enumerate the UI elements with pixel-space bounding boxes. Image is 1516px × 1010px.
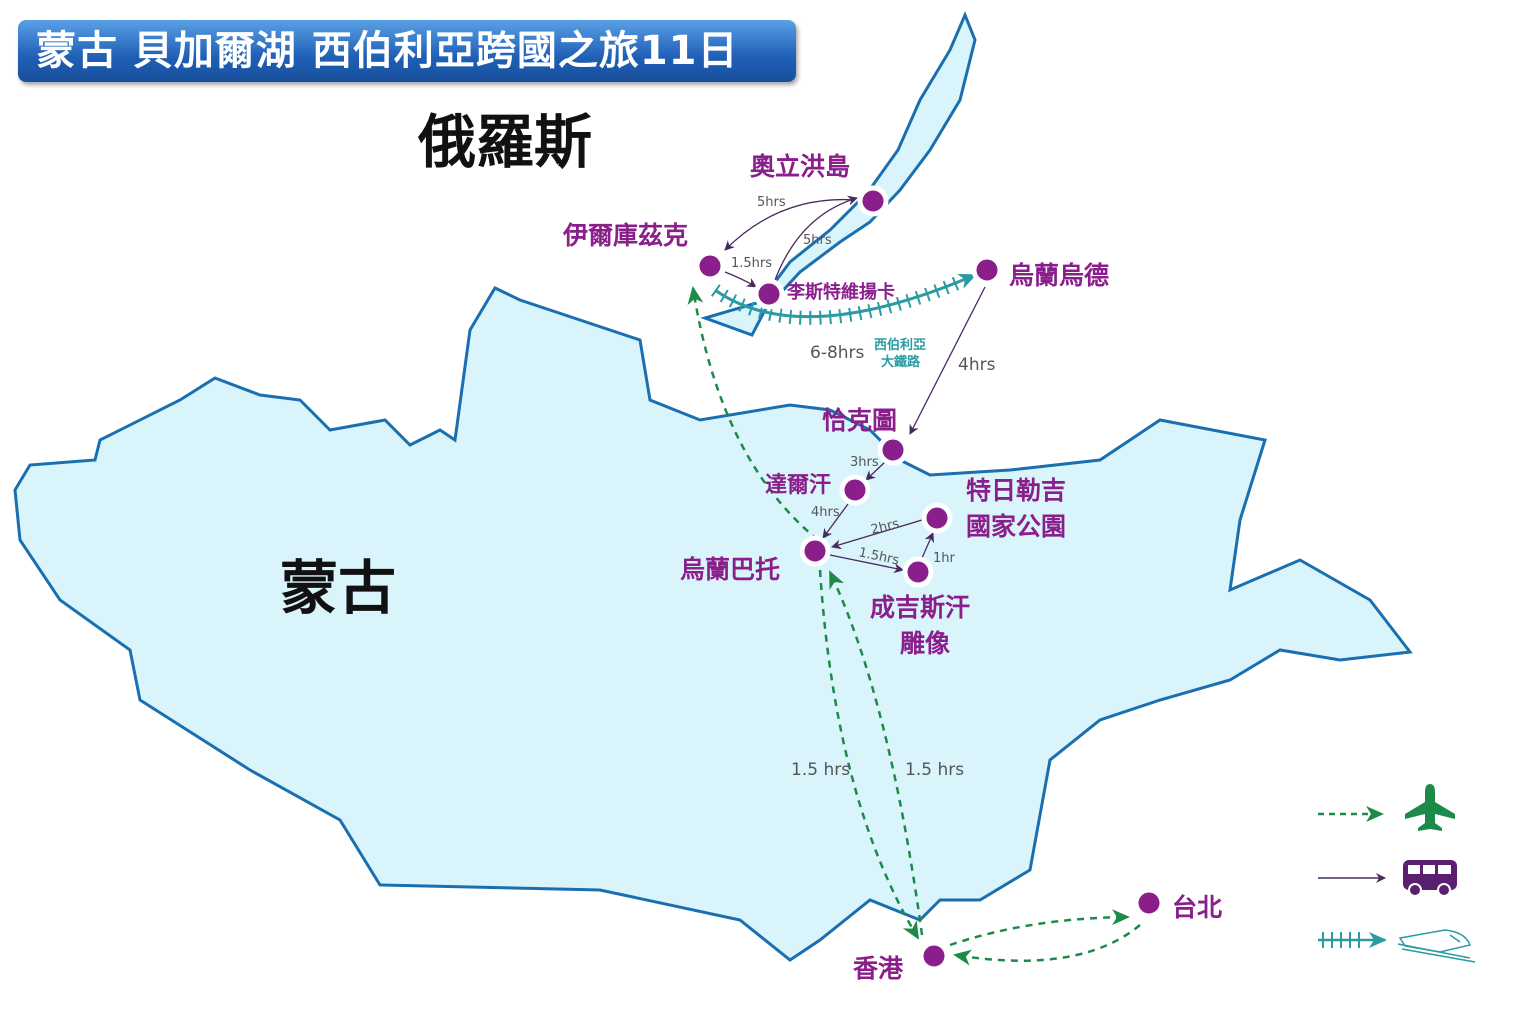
marker-terelj[interactable] — [921, 502, 953, 534]
duration-genghis-terelj: 1hr — [933, 551, 956, 566]
marker-darkhan[interactable] — [839, 474, 871, 506]
marker-irkutsk[interactable] — [694, 250, 726, 282]
bus-olkhon-irkutsk — [724, 198, 856, 251]
duration-darkhan-ub: 4hrs — [811, 505, 840, 520]
bus-irkutsk-listvyanka — [724, 271, 757, 288]
label-darkhan: 達爾汗 — [765, 472, 831, 498]
bus-darkhan-ub — [822, 503, 849, 539]
label-terelj-1: 特日勒吉 — [966, 476, 1066, 505]
bus-icon — [1403, 860, 1457, 897]
label-terelj-2: 國家公園 — [966, 512, 1066, 541]
railway-name-2: 大鐵路 — [881, 354, 921, 370]
label-olkhon: 奧立洪島 — [750, 152, 850, 181]
label-ulan-ude: 烏蘭烏德 — [1009, 261, 1109, 290]
label-hongkong: 香港 — [853, 954, 904, 983]
duration-olkhon-irkutsk: 5hrs — [757, 195, 786, 210]
marker-taipei[interactable] — [1133, 887, 1165, 919]
marker-olkhon[interactable] — [857, 185, 889, 217]
duration-listvyanka-olkhon: 5hrs — [803, 233, 832, 248]
flight-taipei-hk — [953, 924, 1141, 966]
marker-hongkong[interactable] — [918, 940, 950, 972]
city-markers — [694, 185, 1165, 972]
flight-hk-ub — [828, 570, 924, 936]
bus-kyakhta-darkhan — [865, 461, 886, 481]
marker-ulan-ude[interactable] — [971, 254, 1003, 286]
region-mongolia: 蒙古 — [280, 554, 396, 622]
duration-irkutsk-listvyanka: 1.5hrs — [731, 256, 772, 271]
railway-name-1: 西伯利亞 — [874, 337, 926, 353]
legend — [1318, 784, 1476, 963]
marker-kyakhta[interactable] — [877, 434, 909, 466]
label-taipei: 台北 — [1172, 893, 1222, 922]
lake-baikal — [700, 11, 977, 337]
duration-kyakhta-darkhan: 3hrs — [850, 455, 879, 470]
marker-genghis[interactable] — [902, 556, 934, 588]
marker-ulaanbaatar[interactable] — [799, 535, 831, 567]
bus-genghis-terelj — [921, 532, 934, 559]
label-kyakhta: 恰克圖 — [822, 406, 897, 435]
duration-flight-1: 1.5 hrs — [791, 760, 850, 780]
label-genghis-2: 雕像 — [900, 629, 950, 658]
label-ulaanbaatar: 烏蘭巴托 — [680, 555, 780, 584]
page-title: 蒙古 貝加爾湖 西伯利亞跨國之旅11日 — [18, 20, 796, 82]
duration-ulanude-kyakhta: 4hrs — [958, 355, 996, 375]
region-russia: 俄羅斯 — [417, 108, 592, 176]
railway-route — [714, 273, 977, 319]
label-listvyanka: 李斯特維揚卡 — [786, 281, 895, 303]
flight-ub-hk — [818, 569, 920, 940]
label-genghis-1: 成吉斯汗 — [870, 593, 970, 622]
flight-hk-taipei — [949, 909, 1130, 947]
flight-ub-irkutsk — [687, 286, 819, 541]
mongolia-outline — [13, 286, 1413, 962]
duration-terelj-ub: 2hrs — [869, 516, 901, 538]
bus-listvyanka-olkhon — [774, 195, 858, 281]
marker-listvyanka[interactable] — [753, 278, 785, 310]
duration-train: 6-8hrs — [810, 343, 865, 363]
bus-ulanude-kyakhta — [909, 286, 986, 435]
bus-ub-genghis — [829, 554, 904, 574]
bus-terelj-ub — [831, 519, 923, 550]
label-irkutsk: 伊爾庫茲克 — [562, 221, 688, 250]
airplane-icon — [1405, 784, 1455, 831]
train-icon — [1397, 929, 1476, 963]
duration-flight-2: 1.5 hrs — [905, 760, 964, 780]
